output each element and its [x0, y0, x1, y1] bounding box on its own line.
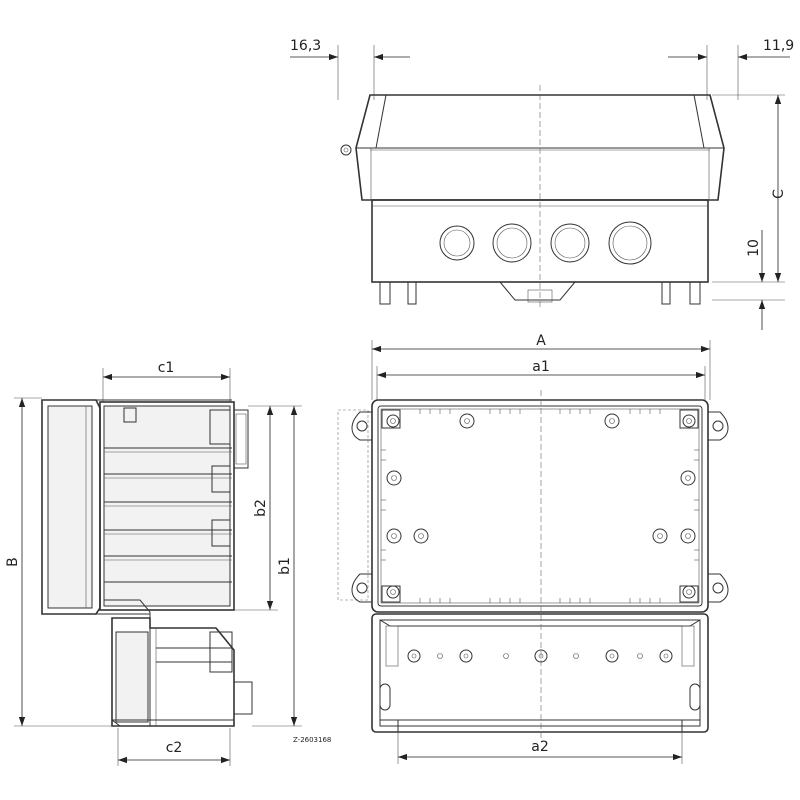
dimension-label-16-3: 16,3: [290, 38, 321, 54]
dimension-label-a1: a1: [532, 359, 550, 375]
dimension-label-b1: b1: [277, 557, 293, 575]
base-lower-section: [111, 617, 253, 727]
side-view: c1: [5, 360, 331, 766]
dimension-label-C: C: [771, 189, 787, 199]
dimension-a2: a2: [397, 732, 683, 764]
dimension-label-c1: c1: [158, 360, 175, 376]
corner-screw-bosses: [381, 409, 699, 603]
mounting-bosses: [386, 413, 696, 544]
lid-section: [41, 399, 232, 615]
lower-compartment-plan: [371, 613, 709, 733]
dimension-label-11-9: 11,9: [763, 38, 794, 54]
dimension-11-9: 11,9: [668, 38, 794, 100]
dimension-c1: c1: [102, 360, 231, 402]
dimension-b1: b1: [252, 405, 302, 727]
front-view: A a1: [337, 333, 729, 764]
dimension-label-a2: a2: [531, 739, 549, 755]
dimension-label-A: A: [536, 333, 546, 349]
drawing-code: Z-2603168: [293, 736, 331, 744]
dimension-b2: b2: [234, 405, 278, 611]
dimension-label-B: B: [5, 557, 21, 567]
enclosure-elevation: [340, 85, 725, 310]
top-view: 16,3 11,9: [290, 38, 794, 330]
dimension-16-3: 16,3: [290, 38, 410, 100]
dimension-10: 10: [746, 230, 766, 330]
dimension-C: C: [712, 94, 787, 301]
dimension-A: A: [371, 333, 711, 400]
dimension-a1: a1: [376, 359, 706, 400]
dimension-c2: c2: [117, 728, 231, 766]
base-upper-section: [99, 401, 249, 620]
dimension-B: B: [5, 397, 112, 727]
dimension-label-10: 10: [746, 239, 762, 257]
upper-box-plan: [337, 399, 729, 613]
dimension-label-b2: b2: [253, 499, 269, 517]
dimension-label-c2: c2: [166, 740, 183, 756]
